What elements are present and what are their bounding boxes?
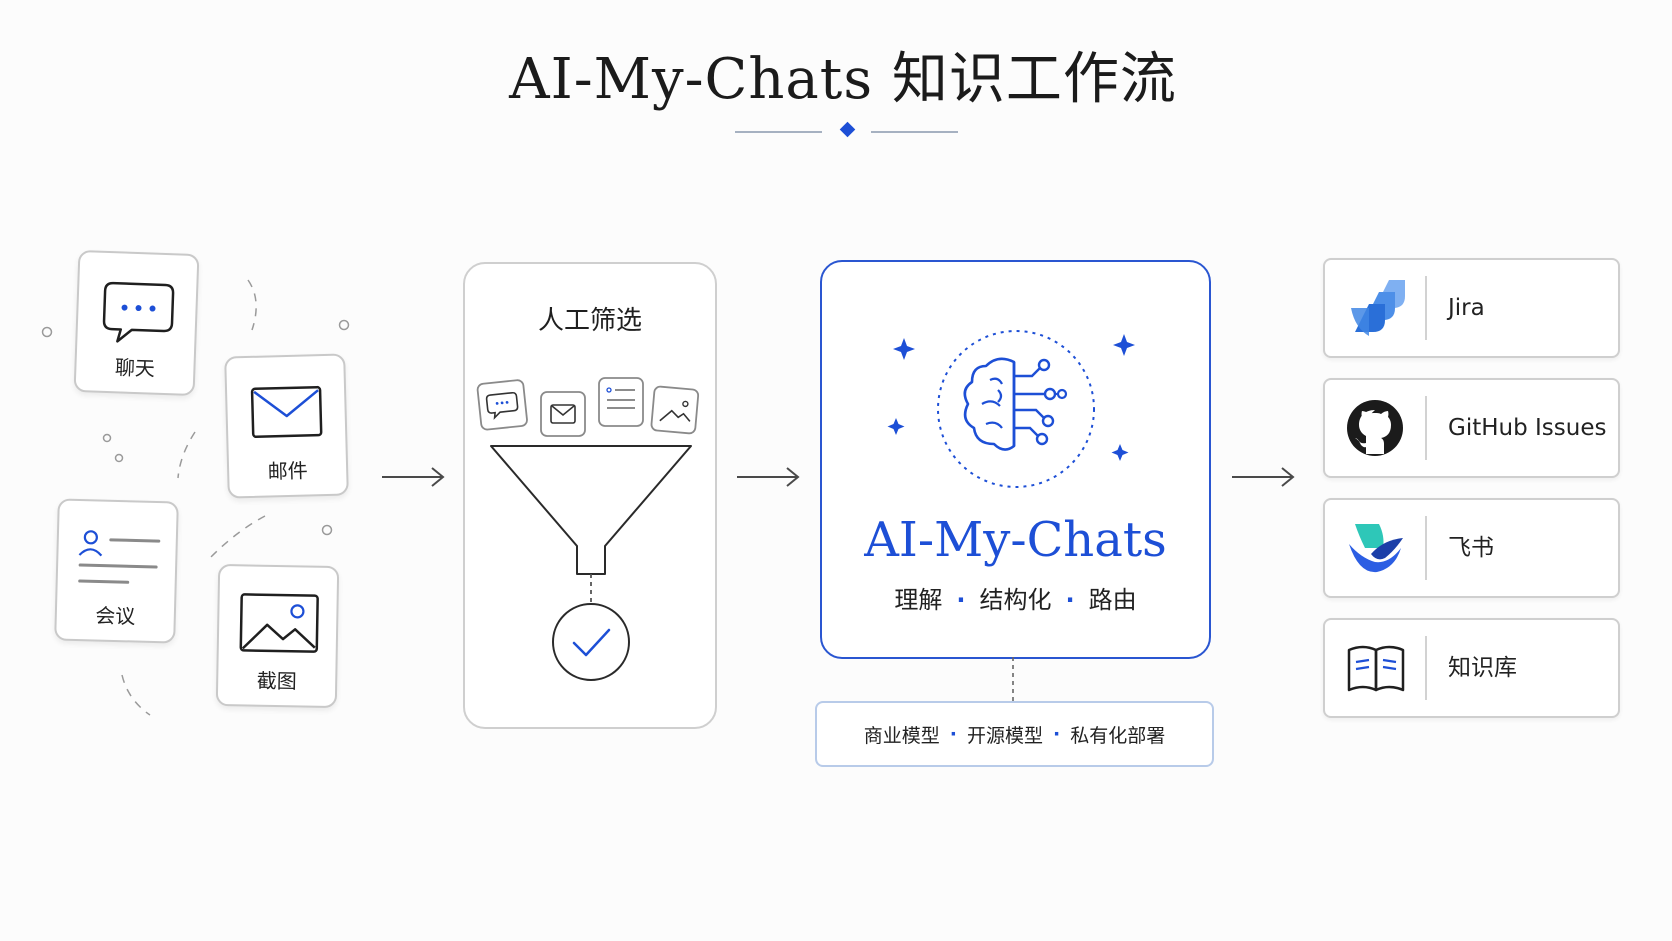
- step-understand: 理解: [894, 586, 943, 614]
- separator-dot: ·: [949, 723, 957, 745]
- source-card-screenshot: 截图: [215, 563, 340, 709]
- decorative-background: [41, 279, 350, 716]
- book-icon: [1347, 645, 1405, 692]
- filter-input-icons: [476, 377, 700, 437]
- envelope-icon: [250, 385, 323, 439]
- filter-label: 人工筛选: [537, 306, 642, 336]
- step-structure: 结构化: [979, 586, 1052, 614]
- funnel-icon: [490, 445, 692, 681]
- ai-core-steps: 理解 · 结构化 · 路由: [822, 580, 1209, 615]
- destination-label-knowledge-base: 知识库: [1448, 655, 1517, 681]
- source-card-meeting: 会议: [54, 498, 179, 644]
- title-divider: [735, 121, 958, 138]
- model-commercial: 商业模型: [863, 724, 940, 747]
- model-connector: [1012, 657, 1014, 701]
- destination-divider: [1425, 636, 1427, 700]
- destination-label-jira: Jira: [1448, 295, 1485, 321]
- model-private: 私有化部署: [1070, 724, 1166, 747]
- meeting-document-icon: [78, 530, 161, 584]
- destination-divider: [1425, 276, 1427, 340]
- destination-github: GitHub Issues: [1323, 378, 1620, 478]
- model-options: 商业模型 · 开源模型 · 私有化部署: [815, 701, 1214, 767]
- destination-divider: [1425, 516, 1427, 580]
- source-card-email: 邮件: [224, 353, 349, 499]
- model-open-source: 开源模型: [966, 724, 1043, 747]
- ai-brain-icon: [887, 330, 1135, 488]
- separator-dot: ·: [1065, 586, 1075, 614]
- source-label-meeting: 会议: [95, 603, 136, 629]
- source-label-chat: 聊天: [114, 355, 156, 381]
- destination-label-github: GitHub Issues: [1448, 415, 1607, 441]
- separator-dot: ·: [956, 586, 966, 614]
- destination-feishu: 飞书: [1323, 498, 1620, 598]
- flow-arrow-1: [382, 467, 445, 487]
- feishu-icon: [1349, 524, 1403, 573]
- github-icon: [1347, 400, 1403, 456]
- separator-dot: ·: [1053, 723, 1061, 745]
- flow-arrow-2: [737, 467, 800, 487]
- source-label-email: 邮件: [267, 458, 308, 484]
- source-label-screenshot: 截图: [256, 668, 297, 694]
- destination-knowledge-base: 知识库: [1323, 618, 1620, 718]
- filter-panel: 人工筛选: [463, 262, 717, 729]
- destination-label-feishu: 飞书: [1448, 535, 1494, 561]
- destination-jira: Jira: [1323, 258, 1620, 358]
- ai-core-panel: AI-My-Chats 理解 · 结构化 · 路由: [820, 260, 1211, 659]
- chat-bubble-icon: [102, 281, 175, 343]
- jira-icon: [1351, 280, 1405, 336]
- source-card-chat: 聊天: [73, 249, 200, 397]
- page-title: AI-My-Chats 知识工作流: [509, 47, 1177, 112]
- ai-core-name: AI-My-Chats: [864, 512, 1167, 568]
- step-route: 路由: [1088, 586, 1137, 614]
- destination-divider: [1425, 396, 1427, 460]
- image-icon: [239, 593, 319, 653]
- flow-arrow-3: [1232, 467, 1295, 487]
